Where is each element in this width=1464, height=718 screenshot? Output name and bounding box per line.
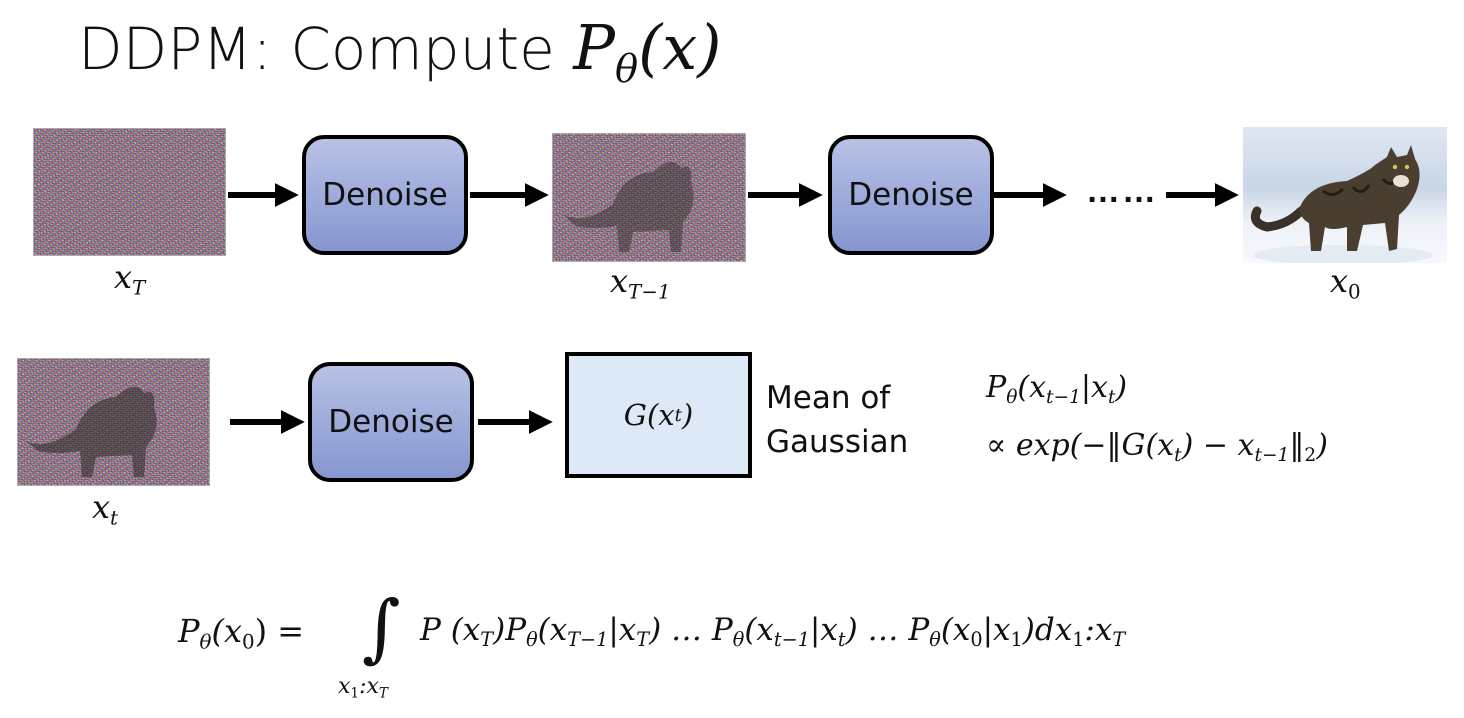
cat-silhouette-faint <box>563 161 694 252</box>
proportional-exp-eq: ∝ exp(−‖G(xt) − xt−1‖2) <box>986 428 1328 466</box>
denoise-box-3: Denoise <box>308 362 474 482</box>
noisy-cat-image-xT1 <box>552 133 746 262</box>
noise-image-xT <box>33 128 226 256</box>
marginal-likelihood-rhs: P (xT)Pθ(xT−1|xT) … Pθ(xt−1|xt) … Pθ(x0|… <box>420 612 1126 652</box>
denoise-box-2: Denoise <box>828 135 994 255</box>
mean-of-gaussian-label: Mean of Gaussian <box>766 380 909 460</box>
ellipsis-dots: …… <box>1086 172 1158 210</box>
clean-cat-image-x0 <box>1243 127 1447 263</box>
marginal-likelihood-lhs: Pθ(x0) = <box>178 612 305 654</box>
page-title: DDPM: Compute Pθ(x) <box>78 8 721 109</box>
transition-probability-eq: Pθ(xt−1|xt) <box>986 370 1128 408</box>
cat-silhouette-medium <box>26 386 157 477</box>
noisy-cat-image-xt <box>17 358 210 486</box>
title-text: DDPM: Compute <box>78 15 574 83</box>
integral-sign: ∫ <box>362 585 401 671</box>
integral-limits: x1:xT <box>338 674 389 702</box>
label-xT: xT <box>114 258 146 300</box>
denoise-box-1: Denoise <box>302 135 468 255</box>
label-xT-1: xT−1 <box>610 262 671 304</box>
cat-photo-drawing <box>1250 145 1433 263</box>
title-math: Pθ(x) <box>573 11 722 92</box>
label-x0: x0 <box>1330 262 1361 304</box>
label-xt: xt <box>92 488 119 530</box>
